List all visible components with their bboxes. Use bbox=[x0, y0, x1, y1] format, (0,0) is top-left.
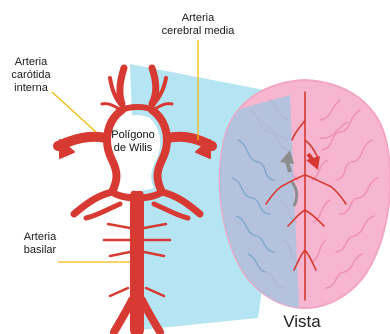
label-line: Arteria bbox=[0, 56, 62, 69]
label-arteria-cerebral-media: Arteria cerebral media bbox=[150, 12, 246, 38]
label-poligono-de-willis: Polígono de Wilis bbox=[104, 129, 162, 155]
label-line: de Wilis bbox=[104, 142, 162, 155]
label-vista: Vista bbox=[262, 312, 342, 332]
label-arteria-carotida-interna: Arteria carótida interna bbox=[0, 56, 62, 95]
label-line: Arteria bbox=[150, 12, 246, 25]
label-line: carótida bbox=[0, 69, 62, 82]
label-arteria-basilar: Arteria basilar bbox=[12, 231, 68, 257]
label-line: cerebral media bbox=[150, 25, 246, 38]
label-line: interna bbox=[0, 82, 62, 95]
label-line: Polígono bbox=[104, 129, 162, 142]
leader-carotida bbox=[52, 92, 96, 132]
label-line: Arteria bbox=[12, 231, 68, 244]
label-line: basilar bbox=[12, 244, 68, 257]
